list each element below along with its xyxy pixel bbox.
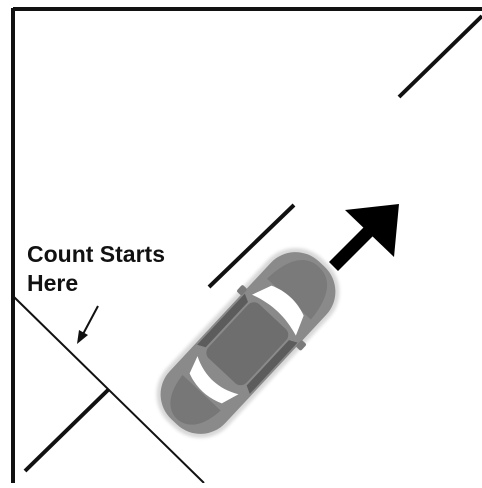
pointer-arrow-icon bbox=[77, 306, 98, 344]
lane-line-lower bbox=[25, 390, 108, 471]
count-start-label-line2: Here bbox=[27, 270, 78, 297]
direction-arrow-icon bbox=[329, 204, 399, 271]
count-start-label-line1: Count Starts bbox=[27, 241, 165, 268]
car-icon bbox=[139, 231, 356, 455]
lane-line-upper bbox=[399, 16, 482, 97]
